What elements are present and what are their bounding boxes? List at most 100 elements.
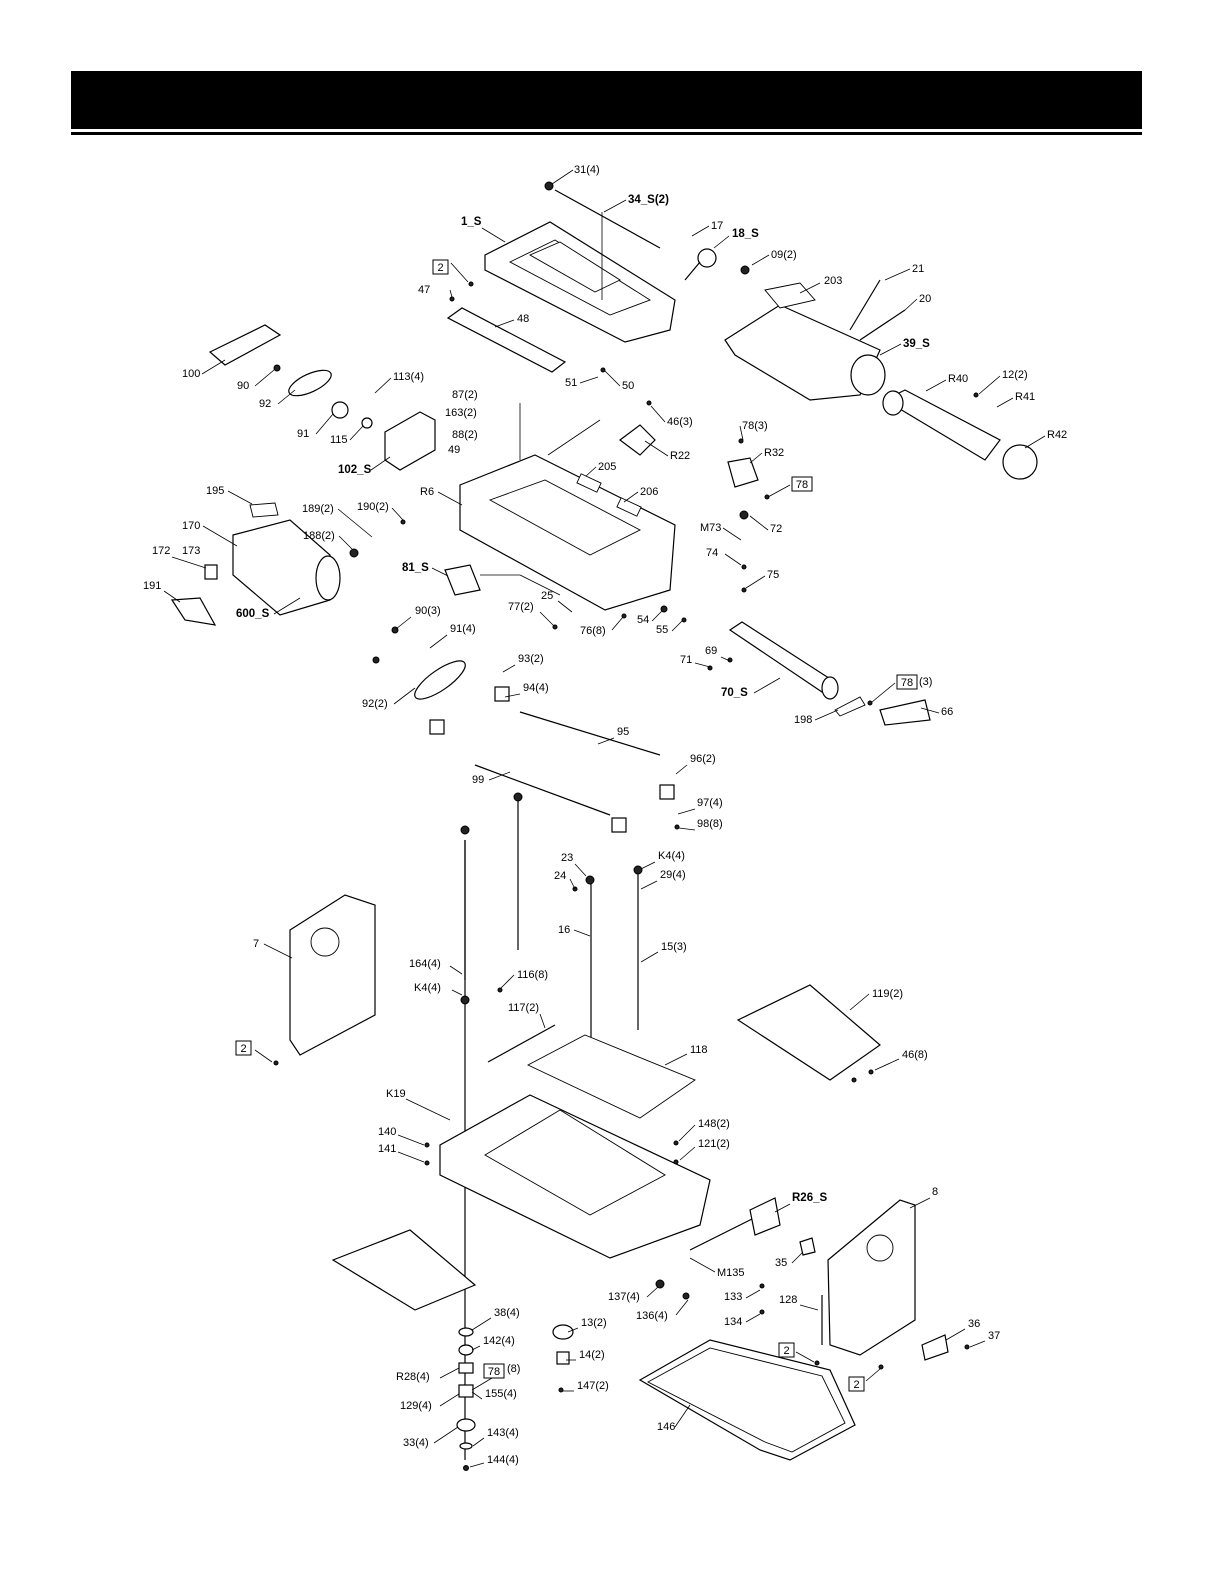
part-label-l36: 36 <box>968 1318 980 1330</box>
part-label-l50: 50 <box>622 380 634 392</box>
part-label-l72: 72 <box>770 523 782 535</box>
leader-lines <box>163 169 1046 1468</box>
part-label-l136: 136(4) <box>636 1310 668 1322</box>
part-label-l113: 113(4) <box>393 371 424 383</box>
part-label-l78d: (8) <box>507 1363 520 1375</box>
part-label-l116: 116(8) <box>517 969 548 981</box>
part-label-l144: 144(4) <box>487 1454 519 1466</box>
part-label-l78a: 78(3) <box>742 420 768 432</box>
part-label-l87: 87(2) <box>452 389 478 401</box>
part-label-l140: 140 <box>378 1126 396 1138</box>
part-label-l18: 18_S <box>732 228 759 240</box>
boxed-ref-text: 2 <box>437 262 443 274</box>
part-label-l115: 115 <box>330 434 348 446</box>
part-label-l54: 54 <box>637 614 649 626</box>
part-label-l94: 94(4) <box>523 682 549 694</box>
boxed-ref-b78a: 78 <box>791 476 813 492</box>
part-label-l92b: 92(2) <box>362 698 388 710</box>
header-rule <box>71 132 1142 135</box>
part-label-l16: 16 <box>558 924 570 936</box>
part-label-lM135: M135 <box>717 1267 745 1279</box>
part-label-l118: 118 <box>690 1044 708 1056</box>
part-label-l137: 137(4) <box>608 1291 640 1303</box>
part-label-l100: 100 <box>182 368 200 380</box>
part-label-lK19: K19 <box>386 1088 406 1100</box>
part-label-lR28: R28(4) <box>396 1371 430 1383</box>
part-label-l38: 38(4) <box>494 1307 520 1319</box>
part-label-l163: 163(2) <box>445 407 477 419</box>
boxed-ref-frame <box>778 1342 795 1358</box>
part-label-l164: 164(4) <box>409 958 441 970</box>
part-label-lR42: R42 <box>1047 429 1067 441</box>
part-label-l13: 13(2) <box>581 1317 607 1329</box>
part-label-l77: 77(2) <box>508 601 534 613</box>
part-label-l81: 81_S <box>402 562 429 574</box>
part-label-l134: 134 <box>724 1316 742 1328</box>
part-label-l206: 206 <box>640 486 658 498</box>
part-label-l12: 12(2) <box>1002 369 1028 381</box>
part-label-l31: 31(4) <box>574 164 600 176</box>
part-label-l76: 76(8) <box>580 625 606 637</box>
part-label-l92a: 92 <box>259 398 271 410</box>
part-label-l71: 71 <box>680 654 692 666</box>
part-label-l23: 23 <box>561 852 573 864</box>
part-label-lR41: R41 <box>1015 391 1035 403</box>
boxed-ref-frame <box>432 259 449 275</box>
part-label-l90a: 90 <box>237 380 249 392</box>
part-label-l148: 148(2) <box>698 1118 730 1130</box>
part-label-l51: 51 <box>565 377 577 389</box>
boxed-ref-frame <box>848 1376 865 1392</box>
part-label-l133: 133 <box>724 1291 742 1303</box>
part-label-l172: 172 <box>152 545 170 557</box>
part-label-l47: 47 <box>418 284 430 296</box>
part-label-l14: 14(2) <box>579 1349 605 1361</box>
part-label-l8: 8 <box>932 1186 938 1198</box>
part-label-lR22: R22 <box>670 450 690 462</box>
part-label-lK4a: K4(4) <box>658 850 685 862</box>
boxed-ref-frame <box>896 674 918 690</box>
part-label-l90b: 90(3) <box>415 605 441 617</box>
part-label-l88: 88(2) <box>452 429 478 441</box>
part-label-l189: 189(2) <box>302 503 334 515</box>
part-label-l09: 09(2) <box>771 249 797 261</box>
part-label-l99: 99 <box>472 774 484 786</box>
boxed-ref-text: 2 <box>853 1379 859 1391</box>
part-drawings <box>170 181 1038 1471</box>
part-label-l600: 600_S <box>236 608 270 620</box>
part-label-l117: 117(2) <box>508 1002 539 1014</box>
part-label-l7: 7 <box>253 938 259 950</box>
part-label-l188: 188(2) <box>303 530 335 542</box>
boxed-ref-b78c: 78 <box>483 1363 505 1379</box>
part-label-l21: 21 <box>912 263 924 275</box>
part-label-l48: 48 <box>517 313 529 325</box>
part-label-l91a: 91 <box>297 428 309 440</box>
part-label-l128: 128 <box>779 1294 797 1306</box>
part-label-l190: 190(2) <box>357 501 389 513</box>
boxed-ref-frame <box>235 1040 252 1056</box>
part-label-l35: 35 <box>775 1257 787 1269</box>
part-label-l15: 15(3) <box>661 941 687 953</box>
part-label-l147: 147(2) <box>577 1380 609 1392</box>
part-label-l34: 34_S(2) <box>628 194 669 206</box>
part-label-lM73: M73 <box>700 522 721 534</box>
part-label-l55: 55 <box>656 624 668 636</box>
part-label-l78c: (3) <box>919 676 932 688</box>
part-label-l195: 195 <box>206 485 224 497</box>
part-label-l70: 70_S <box>721 687 748 699</box>
part-label-l37: 37 <box>988 1330 1000 1342</box>
boxed-ref-b2a: 2 <box>432 259 449 275</box>
part-label-l20: 20 <box>919 293 931 305</box>
part-label-l46a: 46(3) <box>667 416 693 428</box>
part-label-l119: 119(2) <box>872 988 903 1000</box>
boxed-ref-b2c: 2 <box>778 1342 795 1358</box>
part-label-l24: 24 <box>554 870 566 882</box>
part-label-l205: 205 <box>598 461 616 473</box>
part-label-l97: 97(4) <box>697 797 723 809</box>
part-label-l69: 69 <box>705 645 717 657</box>
part-label-l203: 203 <box>824 275 842 287</box>
part-label-l121: 121(2) <box>698 1138 730 1150</box>
part-label-l17: 17 <box>711 220 723 232</box>
part-label-l129: 129(4) <box>400 1400 432 1412</box>
